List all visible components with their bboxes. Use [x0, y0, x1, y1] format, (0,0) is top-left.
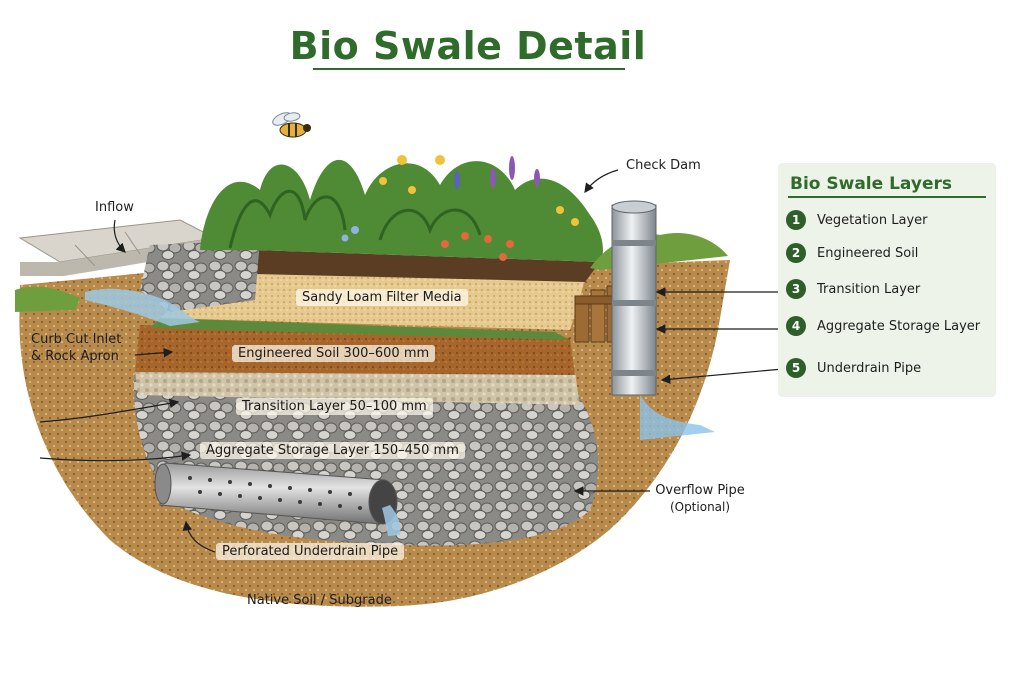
inflow-arrow — [113, 219, 126, 253]
title-underline — [313, 68, 625, 70]
legend-item: 1 Vegetation Layer — [786, 208, 927, 232]
legend-number-badge: 2 — [786, 243, 806, 263]
transition-layer-label: Transition Layer 50–100 mm — [236, 398, 433, 415]
legend-item-label: Underdrain Pipe — [817, 360, 922, 376]
aggregate-storage-label: Aggregate Storage Layer 150–450 mm — [200, 442, 465, 459]
legend-number-badge: 4 — [786, 316, 806, 336]
legend-item-label: Transition Layer — [817, 281, 921, 297]
topsoil-band — [215, 250, 600, 282]
curb-cut-arrow — [134, 347, 174, 358]
curb-cut-label-line2: & Rock Apron — [31, 349, 119, 364]
overflow-label-line2: (Optional) — [669, 500, 731, 514]
left-grass — [15, 286, 80, 312]
legend-item-label: Vegetation Layer — [817, 212, 928, 228]
legend-number-badge: 3 — [786, 279, 806, 299]
aggregate-arrow — [39, 398, 180, 423]
native-soil-label: Native Soil / Subgrade — [247, 593, 392, 608]
curb-cut-label-line1: Curb Cut Inlet — [31, 332, 122, 347]
mulch-strip — [150, 318, 570, 340]
legend-panel: Bio Swale Layers 1 Vegetation Layer 2 En… — [778, 163, 996, 397]
rock-apron — [140, 240, 260, 312]
underdrain-pipe — [154, 462, 401, 536]
legend-number-badge: 5 — [786, 358, 806, 378]
legend-item: 2 Engineered Soil — [786, 241, 918, 265]
legend-item: 5 Underdrain Pipe — [786, 356, 921, 380]
engineered-soil-label: Engineered Soil 300–600 mm — [232, 345, 436, 362]
overflow-label-line1: Overflow Pipe — [655, 483, 745, 498]
check-dam-label: Check Dam — [626, 158, 701, 173]
legend-item: 3 Transition Layer — [786, 277, 920, 301]
page-title: Bio Swale Detail — [289, 24, 647, 68]
legend-title: Bio Swale Layers — [790, 174, 952, 194]
check-dam-arrow — [584, 169, 619, 193]
storage-arrow — [39, 451, 192, 462]
legend-item-label: Engineered Soil — [817, 245, 919, 261]
legend-underline — [788, 196, 986, 198]
legend-item: 4 Aggregate Storage Layer — [786, 314, 980, 338]
bee-icon — [272, 112, 311, 138]
overflow-water — [640, 395, 715, 440]
underdrain-label: Perforated Underdrain Pipe — [216, 543, 405, 560]
legend-number-badge: 1 — [786, 210, 806, 230]
inflow-water — [85, 288, 200, 326]
underdrain-arrow — [182, 520, 216, 553]
inflow-label: Inflow — [95, 200, 134, 215]
transition-layer — [135, 370, 580, 405]
legend-arrow-5 — [660, 368, 784, 385]
flower-cluster — [341, 155, 579, 261]
leader-lines — [39, 169, 784, 553]
sandy-loam-label: Sandy Loam Filter Media — [296, 289, 468, 306]
legend-item-label: Aggregate Storage Layer — [817, 318, 981, 334]
